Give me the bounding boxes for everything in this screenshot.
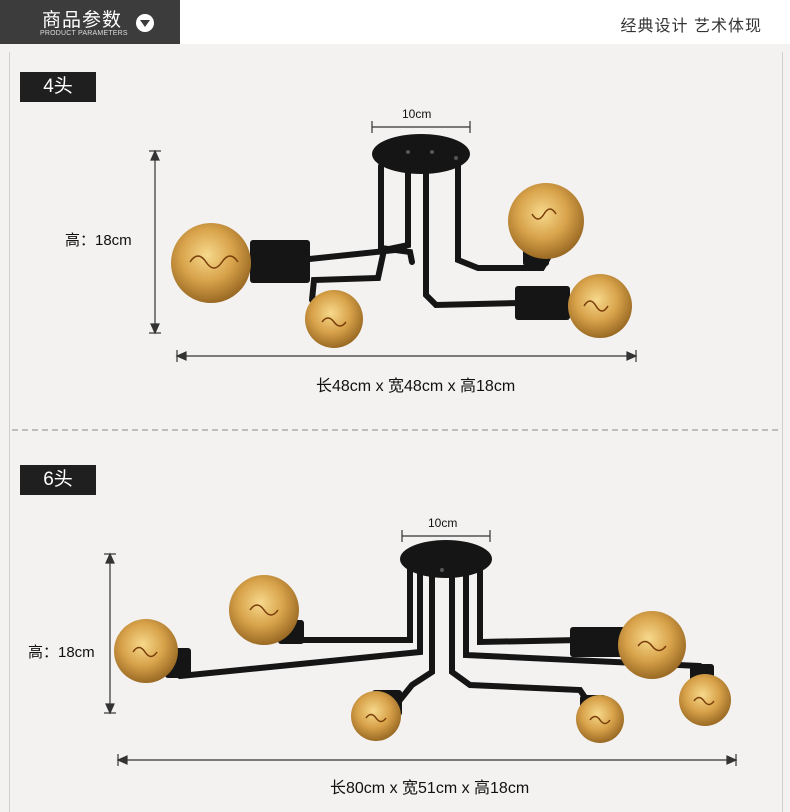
lamp-bulb <box>351 691 401 741</box>
header-slogan: 经典设计 艺术体现 <box>620 18 762 35</box>
header: 商品参数 PRODUCT PARAMETERS 经典设计 艺术体现 <box>0 0 790 44</box>
height-dimension-line <box>104 552 116 715</box>
lamp-bulb <box>114 619 178 683</box>
top-dimension-line <box>371 121 471 133</box>
lamp-canopy <box>400 540 492 578</box>
lamp-socket <box>570 627 632 657</box>
lamp-arm <box>397 572 435 703</box>
header-title: 商品参数 <box>42 10 123 31</box>
top-dimension-line <box>401 530 491 542</box>
lamp-socket <box>515 286 570 320</box>
lamp-arm <box>463 569 703 669</box>
height-dimension-line <box>149 149 161 335</box>
content-frame <box>9 52 783 812</box>
length-dimension-line <box>116 754 738 766</box>
lamp-bulb <box>679 674 731 726</box>
badge-6-head: 6头 <box>20 465 96 495</box>
top-dimension-label: 10cm <box>402 107 432 121</box>
badge-4-head: 4头 <box>20 72 96 102</box>
size-label: 长48cm x 宽48cm x 高18cm <box>316 378 516 395</box>
chevron-down-icon <box>136 14 154 32</box>
header-subtitle: PRODUCT PARAMETERS <box>40 30 128 37</box>
height-label: 高：18cm <box>65 232 132 249</box>
lamp-arm <box>423 169 523 309</box>
section-divider <box>12 429 778 431</box>
lamp-4-head <box>149 121 638 362</box>
lamp-socket <box>250 240 310 283</box>
lamp-bulb <box>305 290 363 348</box>
lamp-arm <box>297 247 398 263</box>
lamp-arm <box>477 565 583 646</box>
lamp-bulb <box>508 183 584 259</box>
lamp-arm <box>309 167 411 303</box>
length-dimension-line <box>175 350 638 362</box>
size-label: 长80cm x 宽51cm x 高18cm <box>330 780 530 797</box>
lamp-canopy <box>372 134 470 174</box>
lamp-arm <box>177 569 423 679</box>
lamp-bulb <box>171 223 251 303</box>
header-tab: 商品参数 PRODUCT PARAMETERS <box>0 0 180 44</box>
top-dimension-label: 10cm <box>428 516 458 530</box>
lamp-bulb <box>568 274 632 338</box>
lamp-6-head <box>104 530 738 766</box>
height-label: 高：18cm <box>28 644 95 661</box>
lamp-arm <box>297 565 413 643</box>
